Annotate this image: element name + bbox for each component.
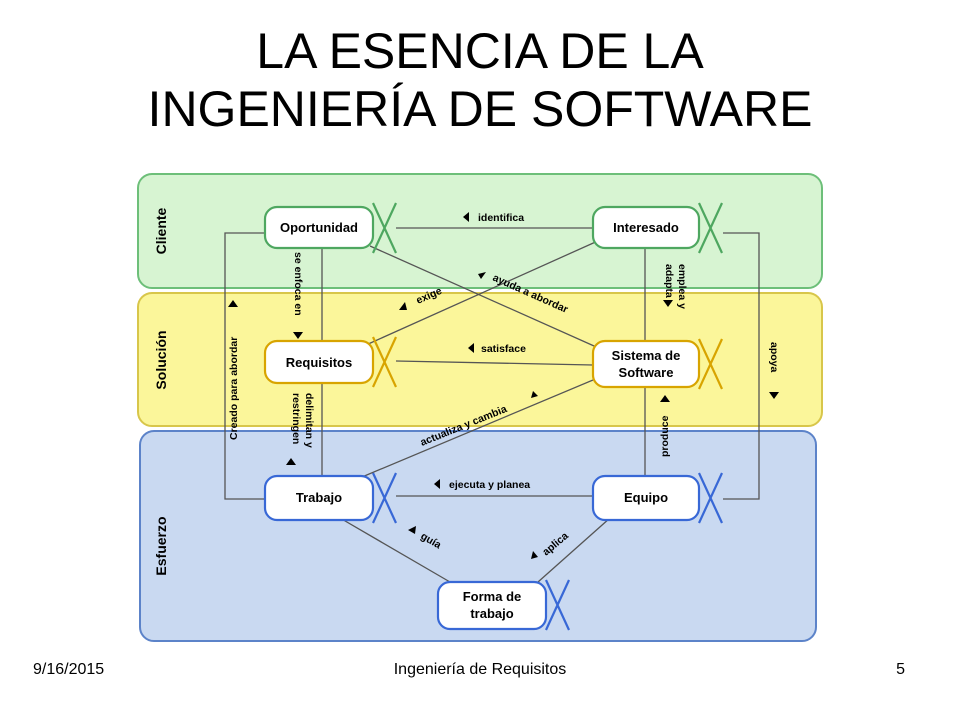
node-interesado: Interesado [591,202,723,254]
slide-title-line1: LA ESENCIA DE LA [256,23,704,79]
node-trabajo-symbol [372,472,397,524]
edge-label-delimitan-line2: restringen [290,393,302,444]
arrow-markers [228,212,779,559]
region-solucion: Solución [137,292,823,427]
node-interesado-box [591,205,701,250]
edge-label-produce: produce [659,415,671,457]
line-forma-equipo [537,517,611,583]
edge-label-se-enfoca-en: se enfoca en [292,252,304,316]
node-oportunidad: Oportunidad [263,202,397,254]
arrow-ayuda [478,272,486,279]
connector-lines [224,227,760,583]
node-requisitos-symbol [372,336,397,388]
node-sistema-label-line1: Sistema de [612,348,681,363]
arrow-exige [399,302,407,310]
node-requisitos-box [263,339,375,385]
line-trabajo-sistema [361,379,594,478]
node-interesado-label: Interesado [613,220,679,235]
footer-page-number: 5 [896,661,905,678]
node-forma-label-line2: trabajo [470,606,513,621]
arrow-se-enfoca [293,332,303,339]
region-esfuerzo-label: Esfuerzo [153,516,169,575]
region-cliente-box [137,173,823,289]
node-trabajo-label: Trabajo [296,490,342,505]
node-trabajo-box [263,474,375,522]
edge-label-creado-para-abordar: Creado para abordar [228,337,240,440]
node-forma-symbol [545,579,570,631]
node-forma-label-line1: Forma de [463,589,522,604]
node-sistema-label-line2: Software [619,365,674,380]
edge-label-apoya: apoya [768,342,780,373]
arrow-satisface [468,343,474,353]
slide-title-line2: INGENIERÍA DE SOFTWARE [147,81,813,137]
node-equipo-label: Equipo [624,490,668,505]
node-oportunidad-box [263,205,375,250]
arrow-identifica [463,212,469,222]
arrow-ejecuta [434,479,440,489]
node-requisitos-label: Requisitos [286,355,352,370]
region-solucion-box [137,292,823,427]
edge-label-ejecuta-y-planea: ejecuta y planea [449,479,530,491]
region-cliente: Cliente [137,173,823,289]
footer-title: Ingeniería de Requisitos [393,661,567,678]
arrow-guia [408,526,416,534]
footer-date: 9/16/2015 [33,661,105,678]
edge-label-emplea-line2: adapta [663,264,675,298]
edge-label-satisface: satisface [481,343,526,355]
line-requisitos-sistema [395,360,594,366]
arrow-apoya [769,392,779,399]
slide-title: LA ESENCIA DE LA INGENIERÍA DE SOFTWARE [0,22,960,138]
node-oportunidad-label: Oportunidad [280,220,358,235]
node-equipo-symbol [698,472,723,524]
line-oportunidad-sistema [369,245,604,351]
region-solucion-label: Solución [153,330,169,389]
line-interesado-requisitos [365,239,601,346]
node-oportunidad-symbol [372,202,397,254]
node-requisitos: Requisitos [263,336,397,388]
line-trabajo-forma [339,517,451,583]
node-sistema-box [591,339,701,389]
edge-label-emplea-line1: emplea y [676,264,688,309]
node-equipo-box [591,474,701,522]
node-forma-box [436,580,548,631]
arrow-actualiza [531,391,538,398]
arrow-aplica [531,551,538,559]
arrow-creado [228,300,238,307]
node-interesado-symbol [698,202,723,254]
edge-label-identifica: identifica [478,212,524,224]
node-forma-de-trabajo: Forma de trabajo [436,579,570,631]
edge-label-delimitan-line1: delimitan y [303,393,315,448]
line-apoya [723,232,760,500]
region-cliente-label: Cliente [153,207,169,254]
arrow-emplea [663,300,673,307]
node-sistema-symbol [698,338,723,390]
arrow-delimitan [286,458,296,465]
node-trabajo: Trabajo [263,472,397,524]
line-creado-para-abordar [224,232,265,500]
node-equipo: Equipo [591,472,723,524]
node-sistema-de-software: Sistema de Software [591,338,723,390]
arrow-produce [660,395,670,402]
